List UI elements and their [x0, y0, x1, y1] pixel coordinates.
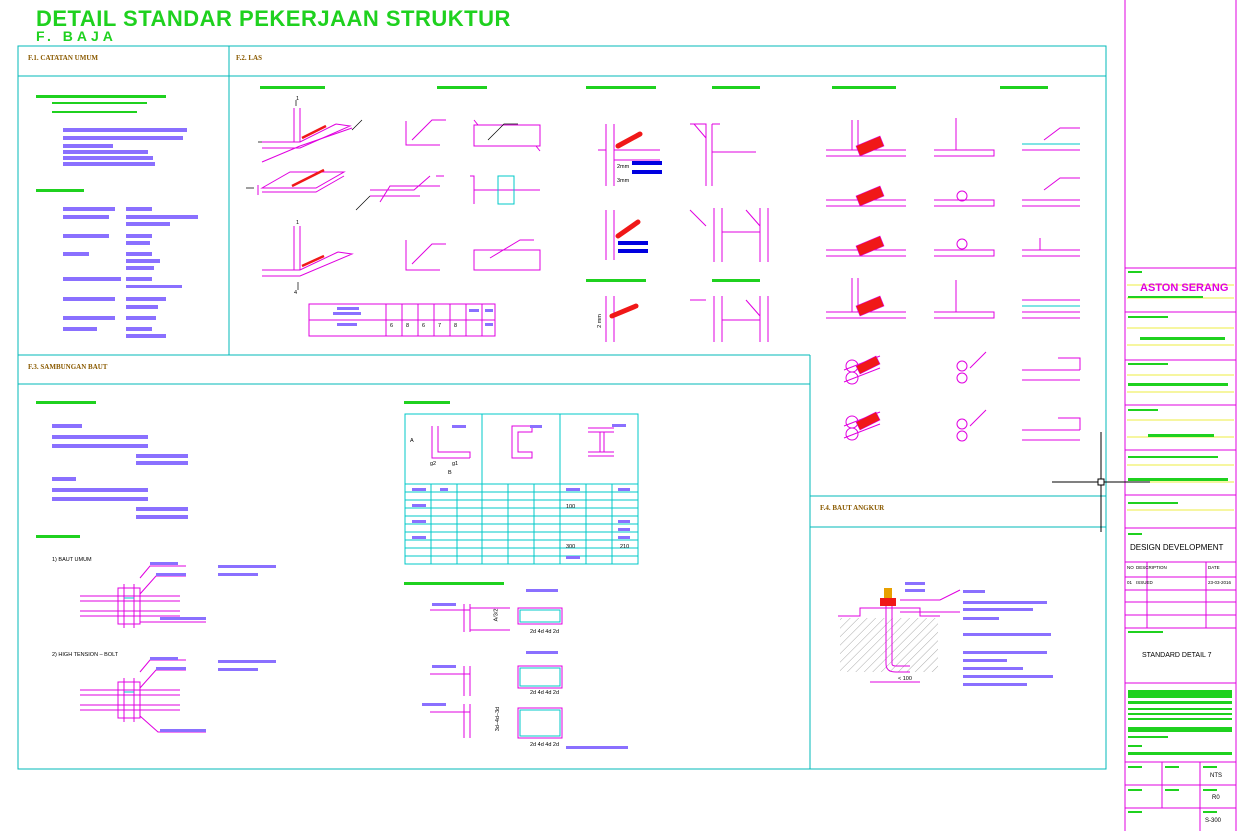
anchor-detail [838, 588, 961, 683]
section-angkur-title: F.4. BAUT ANGKUR [820, 504, 885, 512]
pitch-row-3: 2d 4d 4d 2d [530, 742, 560, 748]
drawing-subtitle: F. BAJA [36, 28, 117, 44]
gauge-sections [431, 425, 614, 459]
rev-row-date: 23-03-2016 [1208, 580, 1232, 585]
sambungan-headers [36, 401, 504, 585]
bolt-joint-1 [80, 565, 206, 628]
gauge-val-100: 100 [566, 504, 576, 510]
title-block-green-text-bars [1128, 271, 1232, 813]
rev-row-desc: ISSUED [1136, 580, 1153, 585]
catatan-text-bars [36, 95, 198, 338]
red-weld-beads [291, 124, 327, 268]
rev-header-no: NO [1127, 565, 1134, 570]
gauge-table [404, 413, 639, 565]
groove-dim-3mm: 3mm [617, 178, 630, 184]
pitch-label-a2: 3d–4d–3d [495, 706, 502, 732]
weld-size-table [308, 303, 496, 337]
las-headers [260, 86, 1048, 282]
drawing-title: DETAIL STANDAR PEKERJAAN STRUKTUR [36, 6, 511, 31]
las-label-1b: 1 [296, 220, 300, 226]
bolt-label-hts: 2) HIGH TENSION – BOLT [52, 652, 119, 658]
pitch-row-1: 2d 4d 4d 2d [530, 629, 560, 635]
section-las-title: F.2. LAS [236, 54, 263, 62]
section-sambungan-title: F.3. SAMBUNGAN BAUT [28, 363, 108, 371]
las-label-1: 1 [296, 96, 300, 102]
weld-table-cell-4: 7 [438, 323, 442, 329]
weld-table-cell-1: 6 [390, 323, 394, 329]
rev-row-no: 01 [1127, 580, 1133, 585]
groove-dim-2mm: 2mm [617, 164, 630, 170]
fillet-weld-iso [257, 108, 354, 277]
title-block-frame [1124, 0, 1237, 831]
revision-value: R0 [1212, 795, 1220, 801]
title-block-yellow-lines [1127, 284, 1234, 511]
project-name: ASTON SERANG [1140, 282, 1229, 294]
pitch-details [430, 604, 563, 739]
rev-header-date: DATE [1208, 565, 1220, 570]
fillet-weld-right [826, 118, 1081, 442]
anchor-dim: < 100 [898, 676, 912, 682]
gauge-g1-label: g1 [452, 461, 459, 467]
gauge-val-210: 210 [620, 544, 630, 550]
gauge-val-300: 300 [566, 544, 576, 550]
gauge-b-label: B [448, 470, 452, 476]
scale-value: NTS [1210, 773, 1222, 779]
bolt-label-umum: 1) BAUT UMUM [52, 557, 92, 563]
sheet-number: S-300 [1205, 818, 1222, 824]
red-weld-rods [855, 135, 885, 431]
pitch-row-2: 2d 4d 4d 2d [530, 690, 560, 696]
section-catatan-title: F.1. CATATAN UMUM [28, 54, 98, 62]
gauge-a-label: A [410, 438, 414, 444]
drawing-title-block: STANDARD DETAIL 7 [1142, 652, 1212, 659]
weld-table-cell-5: 8 [454, 323, 458, 329]
status-text: DESIGN DEVELOPMENT [1130, 543, 1224, 552]
groove-weld [598, 123, 769, 342]
bolt-joint-2 [80, 659, 206, 733]
weld-table-cell-2: 8 [406, 323, 410, 329]
gauge-g2-label: g2 [430, 461, 437, 467]
las-label-4: 4 [294, 290, 298, 296]
cursor-crosshair [1052, 432, 1150, 532]
rev-header-desc: DESCRIPTION [1136, 565, 1167, 570]
sambungan-text-bars [52, 424, 188, 519]
arrow-leaders [351, 119, 518, 211]
weld-table-cell-3: 6 [422, 323, 426, 329]
pitch-label-a: A/3/2 [493, 608, 500, 622]
dim-lines-black [246, 100, 299, 290]
butt-dim-2mm: 2 mm [596, 314, 603, 328]
frame-lines [17, 45, 1107, 770]
